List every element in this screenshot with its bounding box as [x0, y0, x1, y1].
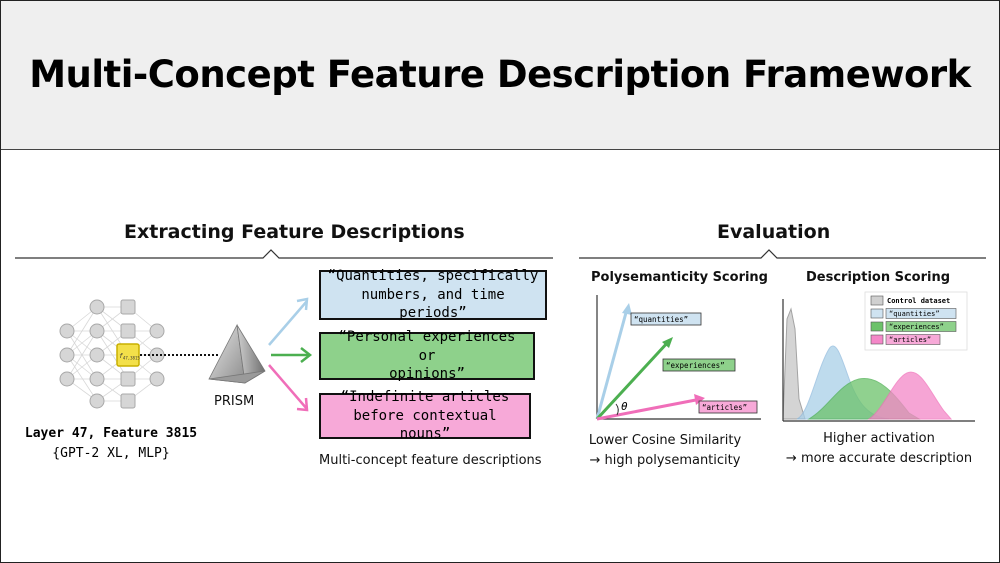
highlighted-feature-node: [116, 343, 140, 367]
evaluation-heading: Evaluation: [717, 221, 831, 243]
mlp-square-nodes: [120, 299, 136, 409]
label-experiences: “experiences”: [666, 361, 725, 370]
vector-articles: [596, 397, 702, 421]
layer-label: Layer 47, Feature 3815: [24, 426, 198, 441]
description-scoring-plot: Control dataset “quantities” “experience…: [782, 291, 975, 422]
prism-icon: [208, 323, 266, 384]
network-connections: [66, 306, 158, 402]
theta-label: θ: [621, 400, 628, 413]
dist-articles: [867, 371, 953, 420]
poly-caption: Lower Cosine Similarity→ high polysemant…: [588, 433, 742, 468]
legend-control: Control dataset: [887, 297, 950, 305]
desc-legend: Control dataset “quantities” “experience…: [864, 291, 968, 351]
neural-network-diagram: f47,3815: [59, 299, 219, 409]
arrow-pink: [268, 364, 308, 410]
label-articles: “articles”: [702, 403, 747, 412]
extract-divider: [15, 249, 553, 259]
theta-arc: [615, 403, 619, 416]
model-label: {GPT-2 XL, MLP}: [52, 446, 170, 461]
neuron-label: f47,3815: [119, 352, 140, 361]
legend-quantities: “quantities”: [889, 310, 940, 318]
input-nodes: [59, 323, 75, 387]
prism-label: PRISM: [214, 394, 255, 409]
hidden-nodes-1: [89, 299, 105, 409]
arrow-blue: [268, 300, 308, 346]
legend-articles: “articles”: [889, 336, 931, 344]
polysemanticity-plot: θ “quantities” “experiences” “articles”: [595, 295, 761, 421]
desc-scoring-title: Description Scoring: [806, 270, 951, 285]
page-title: Multi-Concept Feature Description Framew…: [29, 53, 971, 96]
vector-experiences: [595, 339, 671, 421]
dist-control: [782, 307, 806, 420]
vector-quantities: [595, 308, 629, 420]
desc-scoring-caption: Higher activation→ more accurate descrip…: [785, 431, 973, 466]
title-banner: Multi-Concept Feature Description Framew…: [1, 1, 999, 150]
extract-heading: Extracting Feature Descriptions: [124, 221, 465, 243]
prism-arrows: [268, 297, 313, 412]
evaluation-divider: [579, 249, 986, 259]
legend-experiences: “experiences”: [889, 323, 944, 331]
descriptions-caption: Multi-concept feature descriptions: [319, 453, 542, 468]
label-quantities: “quantities”: [634, 315, 688, 324]
poly-title: Polysemanticity Scoring: [591, 270, 768, 285]
